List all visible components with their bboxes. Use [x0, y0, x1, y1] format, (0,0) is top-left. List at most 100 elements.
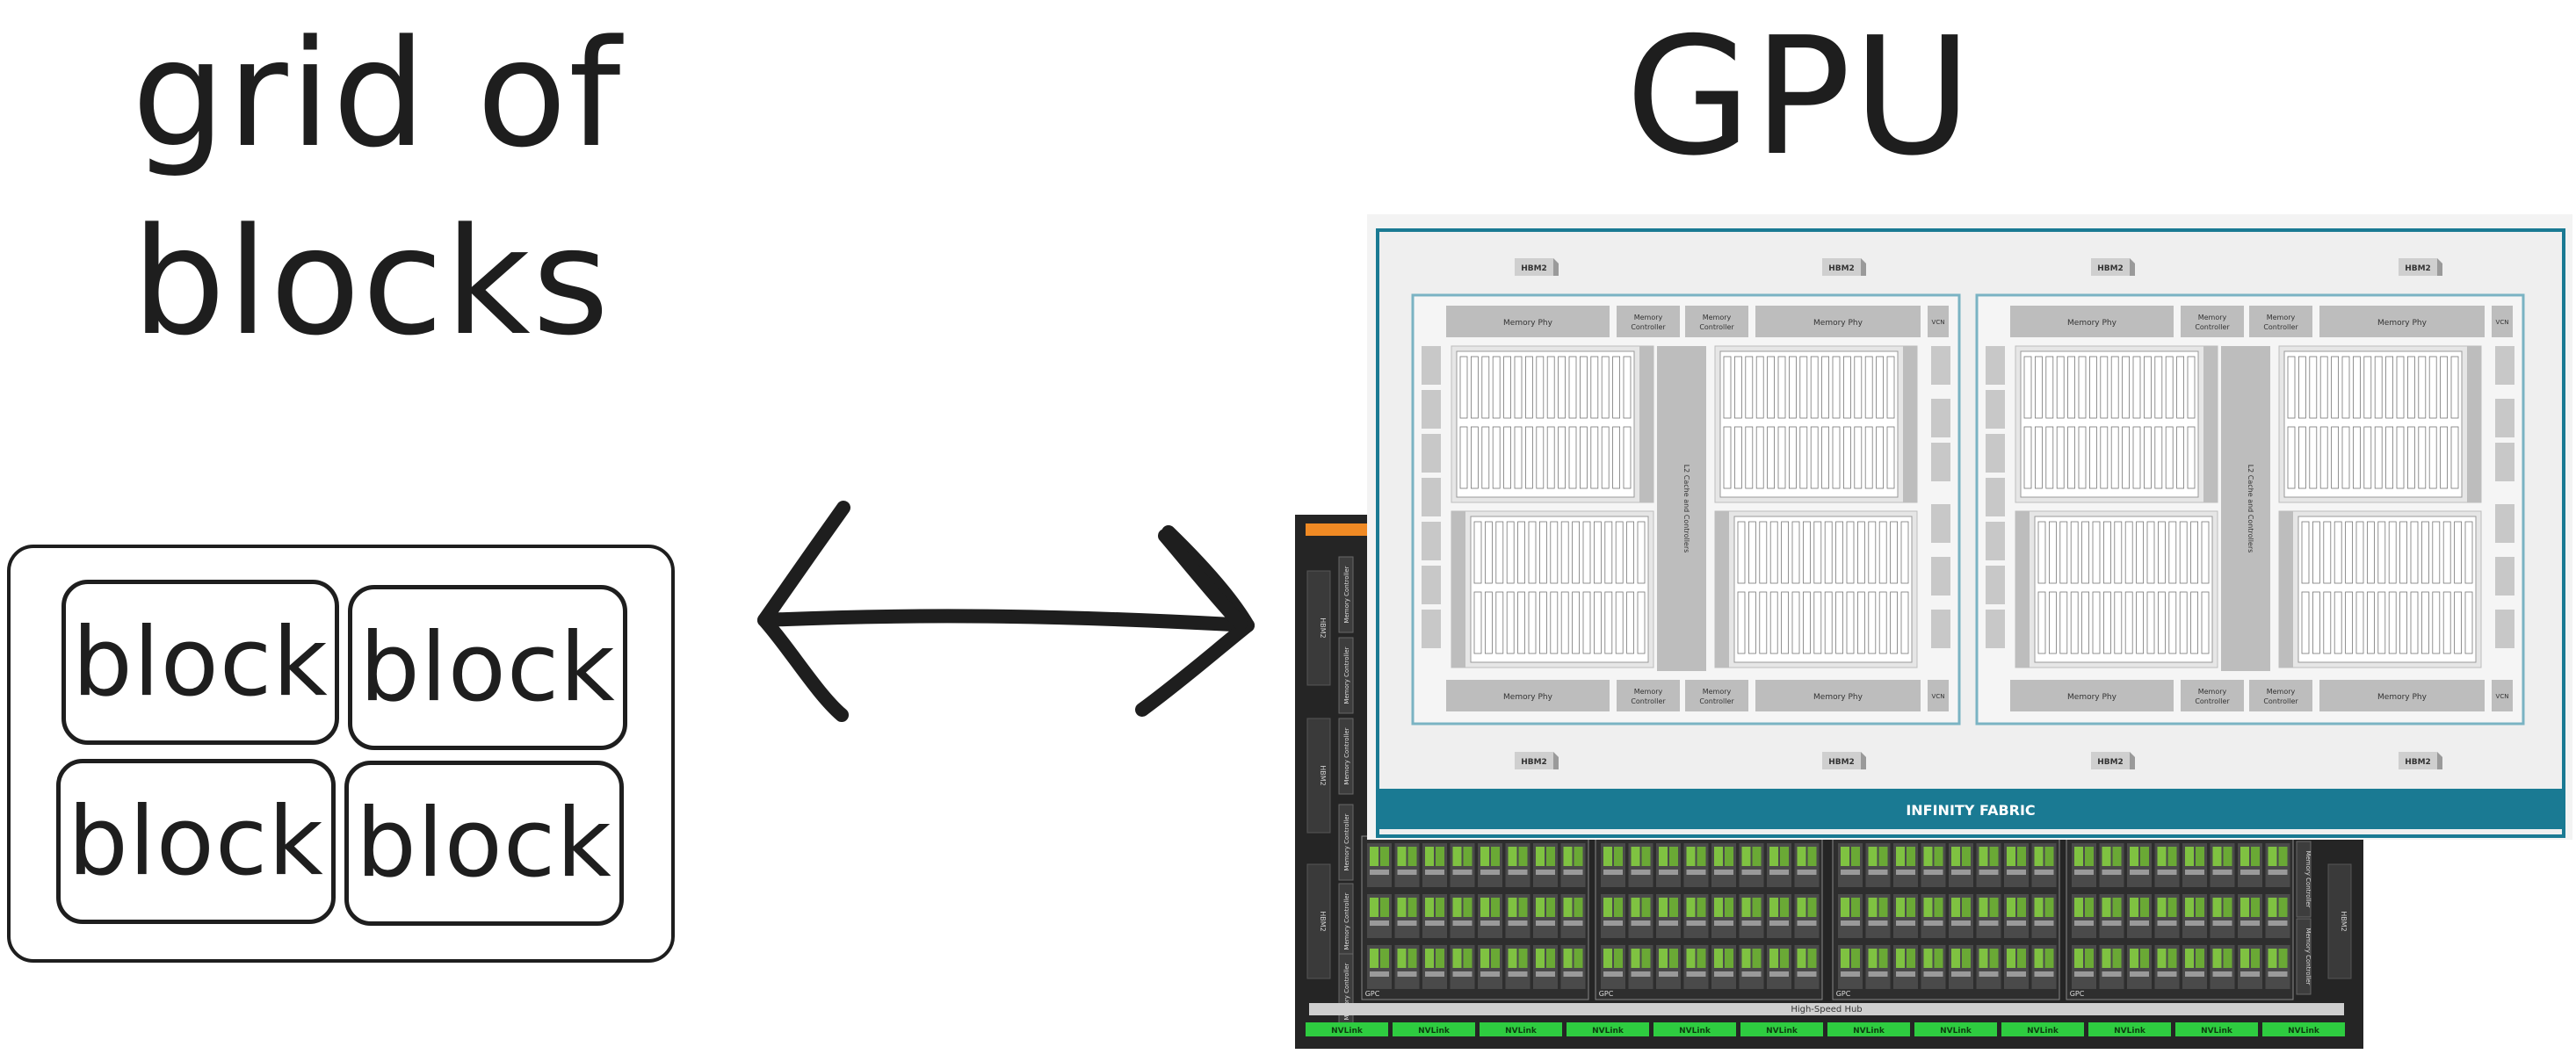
nv-sm-tex	[1563, 870, 1583, 875]
amd-cu	[2366, 521, 2375, 584]
nv-sm-core	[2085, 949, 2094, 968]
nv-hbm-label: HBM2	[1319, 617, 1327, 639]
nv-sm-core	[1878, 847, 1888, 866]
nv-sm-tex	[1896, 971, 1915, 977]
nv-sm-core	[1603, 949, 1612, 968]
amd-cu	[2037, 521, 2046, 584]
nv-sm-core	[2196, 898, 2204, 917]
amd-fabric-link	[1422, 478, 1441, 516]
nv-sm-core	[1841, 847, 1849, 866]
nv-sm-tex	[1714, 870, 1733, 875]
amd-cu	[1835, 591, 1844, 654]
amd-cu	[2428, 356, 2437, 419]
amd-cu	[2420, 591, 2429, 654]
nv-sm-core	[1807, 847, 1817, 866]
nv-sm-core	[1851, 949, 1860, 968]
amd-cu	[1878, 591, 1887, 654]
amd-cu	[1842, 426, 1851, 489]
amd-cu	[1900, 521, 1909, 584]
nv-sm-core	[1841, 949, 1849, 968]
nv-nvlink	[1827, 1022, 1910, 1036]
nv-sm-core	[2034, 898, 2044, 917]
amd-cu	[2385, 356, 2394, 419]
amd-memory-phy	[2319, 306, 2485, 337]
nv-sm-core	[1425, 898, 1434, 917]
nv-sm-tex	[1896, 870, 1915, 875]
nv-sm-core	[2085, 898, 2094, 917]
nv-sm-core	[1407, 949, 1417, 968]
amd-cu	[1813, 591, 1822, 654]
nv-sm-tex	[1951, 920, 1971, 926]
nv-sm-core	[2240, 898, 2249, 917]
nv-sm-core	[1518, 898, 1528, 917]
amd-cu	[2187, 356, 2196, 419]
amd-cu	[2341, 426, 2350, 489]
amd-l2-label: L2 Cache and Controllers	[1682, 465, 1690, 553]
nv-sm-core	[1452, 949, 1462, 968]
amd-cu	[2355, 591, 2364, 654]
nv-sm-core	[1563, 898, 1573, 917]
amd-cu	[2442, 521, 2451, 584]
nv-sm-core	[1907, 949, 1915, 968]
nv-sm-core	[1370, 949, 1378, 968]
block-3: block	[56, 759, 336, 924]
amd-fabric-link	[1931, 443, 1950, 481]
nv-sm-tex	[1631, 870, 1651, 875]
amd-cu	[1799, 426, 1808, 489]
nv-sm-tex	[1603, 920, 1623, 926]
nv-sm-core	[1631, 949, 1640, 968]
nv-sm-core	[1669, 949, 1678, 968]
nv-mc-label: Memory Controller	[2305, 850, 2312, 907]
amd-cu	[1637, 591, 1646, 654]
nv-sm-tex	[1686, 870, 1706, 875]
nv-sm-core	[2167, 898, 2177, 917]
nv-sm-core	[1641, 949, 1651, 968]
nv-sm-core	[1463, 898, 1473, 917]
amd-memory-controller	[2249, 306, 2312, 337]
amd-cu	[2114, 521, 2123, 584]
amd-cu	[2309, 426, 2318, 489]
amd-ce-bar	[1639, 346, 1653, 502]
amd-cu	[1538, 521, 1547, 584]
amd-cu	[2366, 591, 2375, 654]
nv-sm-tex	[1741, 971, 1762, 977]
nv-sm-tex	[2212, 971, 2232, 977]
amd-banner-label: INFINITY FABRIC	[1906, 802, 2035, 819]
amd-cu	[2100, 426, 2109, 489]
amd-cu	[1560, 591, 1569, 654]
amd-cu	[2023, 426, 2032, 489]
amd-cu	[2406, 356, 2415, 419]
nv-sm-core	[1714, 949, 1723, 968]
amd-cu	[1593, 521, 1602, 584]
bidirectional-arrow-icon	[757, 501, 1255, 722]
nv-sm-core	[1518, 949, 1528, 968]
nv-hbm-stack	[1306, 570, 1331, 686]
amd-cu	[1856, 591, 1865, 654]
amd-cu	[1791, 521, 1800, 584]
amd-cu	[2388, 521, 2397, 584]
nv-nvlink	[1393, 1022, 1475, 1036]
nv-sm-core	[1669, 898, 1678, 917]
nv-sm-core	[1868, 949, 1878, 968]
nv-sm-core	[1797, 898, 1806, 917]
amd-hbm-edge	[2130, 258, 2135, 276]
amd-vcn-label: VCN	[2496, 319, 2509, 326]
nv-sm-core	[2112, 898, 2122, 917]
nv-sm-core	[2044, 898, 2054, 917]
amd-fabric-link	[1986, 434, 2005, 473]
amd-vcn	[2492, 306, 2513, 337]
nv-sm-tex	[2185, 920, 2204, 926]
amd-cu	[1503, 426, 1511, 489]
amd-cu	[2319, 426, 2328, 489]
nv-sm-tex	[2268, 920, 2288, 926]
nv-sm-core	[1725, 949, 1733, 968]
amd-cu	[1471, 426, 1479, 489]
amd-memory-phy	[1755, 680, 1921, 711]
nv-sm-core	[2212, 949, 2222, 968]
nv-sm-core	[1397, 898, 1407, 917]
nv-sm-core	[2167, 847, 2177, 866]
nv-sm-core	[1752, 847, 1762, 866]
nv-sm-core	[1491, 949, 1500, 968]
nv-sm-tex	[1563, 920, 1583, 926]
